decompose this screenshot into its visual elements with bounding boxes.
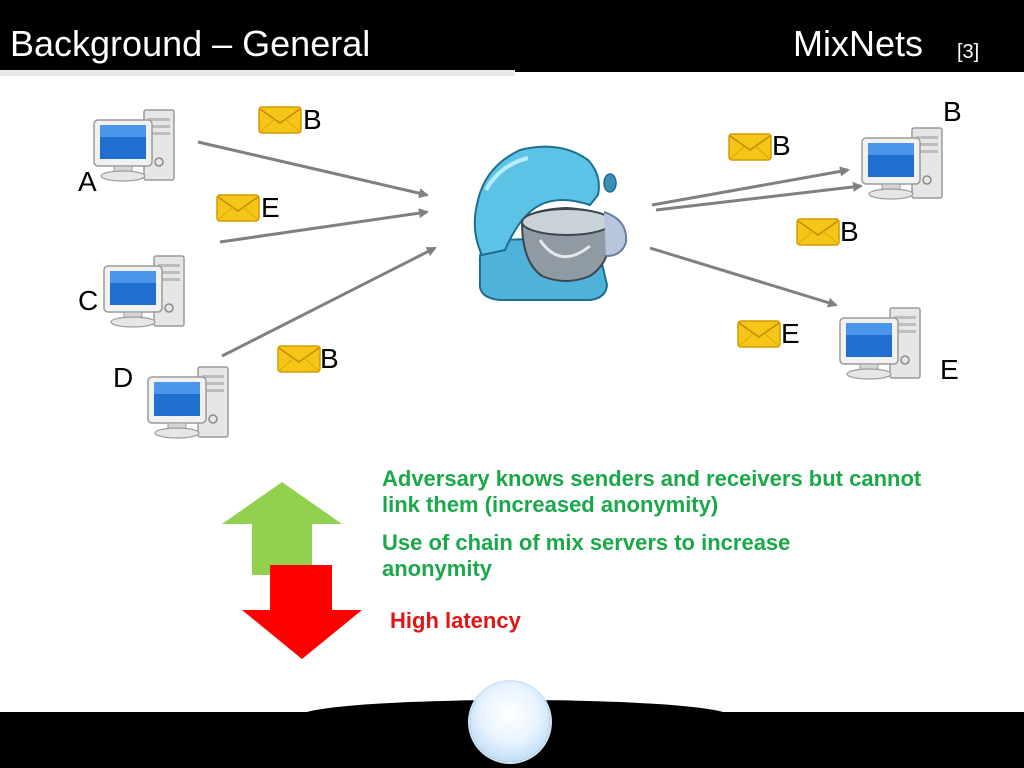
node-label-a: A bbox=[78, 166, 97, 197]
message-label-to-b-1: B bbox=[772, 130, 791, 161]
pro-point-chain: Use of chain of mix servers to increase … bbox=[382, 530, 791, 581]
arrow-mix-to-b-1 bbox=[651, 166, 850, 207]
message-label-to-b-2: B bbox=[840, 216, 859, 247]
slide-title: Background – General bbox=[10, 23, 371, 64]
computer-icon-receiver-e bbox=[839, 307, 921, 380]
navigation-orb[interactable] bbox=[470, 682, 550, 762]
message-label-a-e: E bbox=[261, 192, 280, 223]
arrow-c-to-mix bbox=[219, 208, 429, 244]
header-underline bbox=[0, 70, 515, 76]
envelope-icon-a-e bbox=[216, 194, 260, 222]
node-label-c: C bbox=[78, 285, 99, 316]
arrow-mix-to-e bbox=[649, 246, 838, 308]
message-label-to-e: E bbox=[781, 318, 800, 349]
envelope-icon-to-b-1 bbox=[728, 133, 772, 161]
envelope-icon-to-b-2 bbox=[796, 218, 840, 246]
header-bar bbox=[0, 0, 1024, 72]
arrow-d-to-mix bbox=[221, 246, 437, 358]
node-label-b: B bbox=[943, 96, 962, 127]
envelope-icon-to-e bbox=[737, 320, 781, 348]
envelope-icon-a-b bbox=[258, 106, 302, 134]
message-label-d-b: B bbox=[320, 343, 339, 374]
message-label-a-b: B bbox=[303, 104, 322, 135]
slide-topic: MixNets bbox=[793, 23, 924, 64]
arrow-mix-to-b-2 bbox=[655, 181, 863, 212]
arrow-a-to-mix bbox=[197, 140, 429, 199]
node-label-d: D bbox=[113, 362, 134, 393]
pro-point-anonymity: Adversary knows senders and receivers bu… bbox=[382, 466, 922, 517]
node-label-e: E bbox=[940, 354, 959, 385]
reference-label: [3] bbox=[957, 41, 980, 63]
computer-icon-receiver-b bbox=[861, 127, 943, 200]
envelope-icon-d-b bbox=[277, 345, 321, 373]
computer-icon-sender-c bbox=[103, 255, 185, 328]
con-point-latency: High latency bbox=[390, 608, 521, 633]
up-arrow-icon bbox=[222, 482, 342, 575]
mixer-icon bbox=[473, 145, 628, 301]
computer-icon-sender-d bbox=[147, 366, 229, 439]
computer-icon-sender-a bbox=[93, 109, 175, 182]
down-arrow-icon bbox=[242, 565, 362, 659]
